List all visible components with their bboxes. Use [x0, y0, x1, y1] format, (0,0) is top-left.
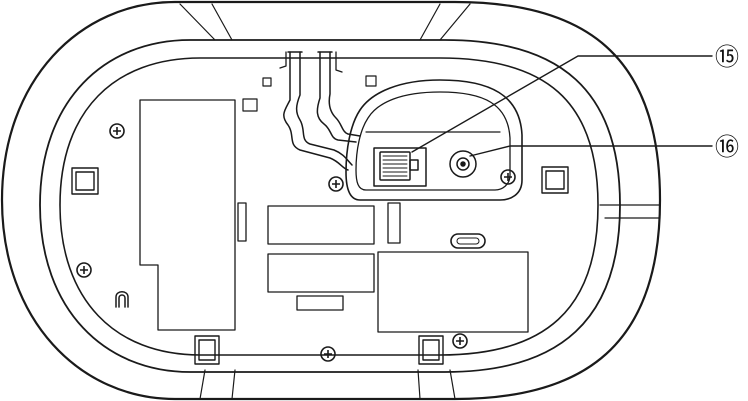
housing-bottom-edge [199, 369, 456, 400]
screw-icon [320, 346, 336, 362]
connector-bay-inner [355, 91, 511, 191]
connector-bay-outer [345, 79, 523, 201]
screw-icon [500, 169, 516, 185]
vent-square-1 [262, 77, 272, 87]
cable-channel-left-inner [295, 51, 353, 166]
screw-icon-group [76, 123, 516, 362]
slot-right [387, 202, 401, 244]
dc-jack [449, 150, 477, 178]
rubber-foot-bottom-right [418, 335, 444, 365]
outer-housing [0, 0, 662, 401]
cable-channel-notch [279, 51, 343, 73]
slot-left [237, 202, 247, 242]
label-plate-upper [267, 205, 375, 245]
label-plate-middle [267, 253, 375, 293]
oval-button [450, 233, 486, 249]
rubber-foot-right [541, 166, 569, 194]
screw-icon [452, 333, 468, 349]
vent-square-2 [365, 75, 377, 87]
cable-channel-right-inner [328, 51, 361, 137]
callout-label-16: ⑯ [715, 133, 739, 161]
slot-bottom [296, 295, 344, 311]
rubber-foot-bottom-left [194, 335, 220, 365]
middle-rim [39, 39, 621, 373]
left-label-area [139, 99, 236, 331]
label-plate-right [377, 251, 529, 333]
oval-button-inner [456, 237, 480, 245]
housing-top-edge [179, 3, 471, 41]
screw-icon [328, 176, 344, 192]
inner-panel [59, 57, 599, 356]
screw-icon [76, 262, 92, 278]
rubber-foot-left [71, 167, 99, 195]
housing-right-edge [599, 204, 661, 219]
callout-line-15 [411, 55, 713, 153]
callout-line-16 [469, 145, 713, 157]
vent-square-3 [242, 98, 258, 112]
cable-channel-left [283, 51, 349, 171]
screw-icon [109, 123, 125, 139]
lan-port [373, 147, 427, 187]
callout-label-15: ⑮ [715, 43, 739, 71]
lock-hole-icon [115, 291, 129, 308]
cable-channel-right [316, 51, 357, 143]
